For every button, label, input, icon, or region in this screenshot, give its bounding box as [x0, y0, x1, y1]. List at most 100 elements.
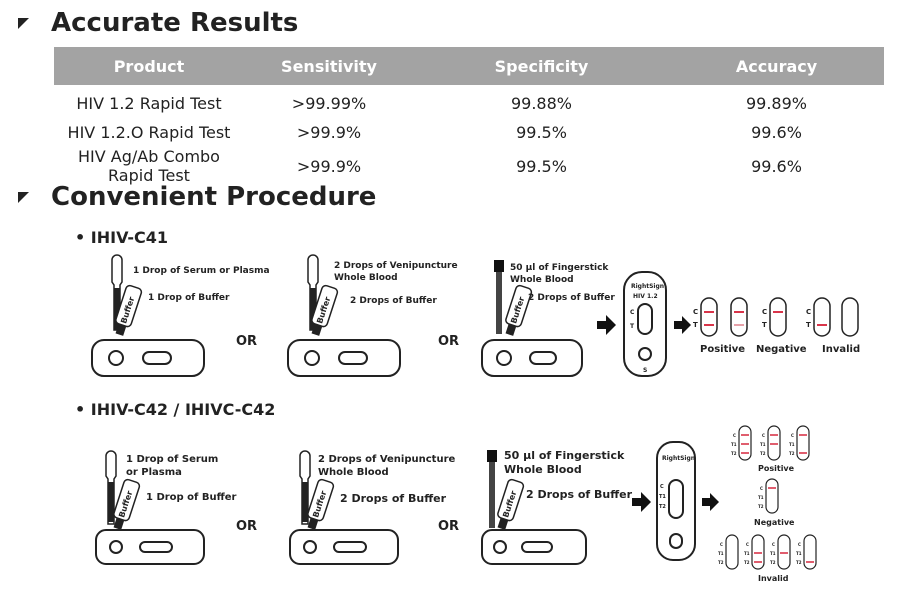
c42-step1-b: 1 Drop of Buffer — [146, 492, 237, 503]
c42-step3-b: 2 Drops of Buffer — [526, 488, 633, 501]
cassette-icon — [623, 271, 667, 377]
line-t1-label: T1 — [731, 442, 737, 447]
sample-well-icon — [109, 540, 123, 554]
c42-invalid-results: C T1 T2 C T1 T2 C T1 T2 C T1 T2 Invalid — [718, 534, 817, 583]
cassette-icon — [95, 529, 205, 565]
line-c-label: C — [772, 542, 775, 547]
cell-accuracy: 99.6% — [751, 156, 802, 176]
c42-step2: Buffer 2 Drops of Venipuncture Whole Blo… — [289, 450, 456, 565]
brand-label: RightSign — [662, 455, 695, 462]
cell-accuracy: 99.89% — [745, 93, 807, 113]
cell-product: HIV Ag/Ab Combo Rapid Test — [78, 147, 220, 185]
sample-well-icon — [669, 533, 683, 549]
table-row: HIV 1.2 Rapid Test >99.99% 99.88% 99.89% — [54, 85, 884, 117]
line-c-label: C — [798, 542, 801, 547]
c41-step3-a1: 50 µl of Fingerstick — [510, 263, 609, 273]
sample-well-icon — [303, 540, 317, 554]
result-strip — [813, 297, 831, 337]
c42-step1-a1: 1 Drop of Serum — [126, 454, 218, 465]
buffer-bottle-icon: Buffer — [505, 284, 533, 336]
line-t1-label: T1 — [760, 442, 766, 447]
convenient-procedure-heading: Convenient Procedure — [18, 182, 376, 212]
line-t1-label: T1 — [718, 551, 724, 556]
line-c-label: C — [630, 309, 635, 316]
line-t2-label: T2 — [760, 451, 766, 456]
line-t2-label: T2 — [758, 504, 764, 509]
line-t1-label: T1 — [744, 551, 750, 556]
capillary-tube-icon — [496, 262, 502, 334]
brand-label: RightSign — [631, 283, 664, 290]
accurate-results-heading: Accurate Results — [18, 8, 298, 38]
c41-procedure-diagram: Buffer 1 Drop of Serum or Plasma 1 Drop … — [91, 254, 860, 377]
table-row: HIV Ag/Ab Combo Rapid Test >99.9% 99.5% … — [54, 147, 884, 185]
c41-step3-b: 2 Drops of Buffer — [528, 293, 615, 303]
or-label: OR — [236, 334, 257, 349]
c42-step3: Buffer 50 µl of Fingerstick Whole Blood … — [481, 449, 633, 565]
cell-accuracy: 99.6% — [751, 122, 802, 142]
c42-positive-results: C T1 T2 C T1 T2 C T1 T2 Positive — [731, 425, 810, 473]
line-t-label: T — [693, 321, 698, 329]
line-c-label: C — [720, 542, 723, 547]
buffer-bottle-icon: Buffer — [115, 284, 143, 336]
result-window-icon — [529, 351, 557, 365]
c42-step2-a2: Whole Blood — [318, 467, 389, 478]
c42-step1: Buffer 1 Drop of Serum or Plasma 1 Drop … — [95, 450, 237, 565]
c41-step2: Buffer 2 Drops of Venipuncture Whole Blo… — [287, 254, 458, 377]
sample-well-icon — [638, 347, 652, 361]
negative-label: Negative — [756, 344, 807, 355]
arrow-right-icon — [632, 492, 651, 512]
line-t2-label: T2 — [659, 504, 666, 510]
buffer-bottle-icon: Buffer — [307, 478, 335, 530]
capillary-cap-icon — [487, 450, 497, 462]
result-window-icon — [139, 541, 173, 553]
result-strip — [738, 425, 752, 461]
c42-step3-a2: Whole Blood — [504, 463, 582, 476]
table-header-row: Product Sensitivity Specificity Accuracy — [54, 47, 884, 85]
line-t2-label: T2 — [796, 560, 802, 565]
buffer-bottle-icon: Buffer — [113, 478, 141, 530]
header-product: Product — [54, 47, 244, 85]
cell-sensitivity: >99.99% — [291, 93, 367, 113]
capillary-tube-icon — [489, 454, 495, 528]
result-window-icon — [668, 479, 684, 519]
cell-specificity: 99.88% — [510, 93, 572, 113]
result-strip — [767, 425, 781, 461]
result-window-icon — [142, 351, 172, 365]
line-c-label: C — [762, 308, 767, 316]
c41-vertical-cassette: RightSign HIV 1.2 C T S — [623, 271, 667, 377]
blood-in-dropper — [302, 482, 308, 522]
line-c-label: C — [746, 542, 749, 547]
results-table: Product Sensitivity Specificity Accuracy… — [54, 47, 884, 185]
result-window-icon — [333, 541, 367, 553]
result-strip — [700, 297, 718, 337]
sample-well-icon — [493, 540, 507, 554]
line-t-label: T — [630, 323, 635, 330]
line-c-label: C — [760, 486, 763, 491]
or-label: OR — [236, 519, 257, 534]
cell-sensitivity: >99.9% — [296, 156, 362, 176]
blood-in-dropper — [114, 288, 120, 330]
table-row: HIV 1.2.O Rapid Test >99.9% 99.5% 99.6% — [54, 117, 884, 147]
line-t-label: T — [806, 321, 811, 329]
c41-step3-a2: Whole Blood — [510, 275, 574, 285]
c42-step3-a1: 50 µl of Fingerstick — [504, 449, 625, 462]
buffer-bottle-icon: Buffer — [311, 284, 339, 336]
c42-negative-result: C T1 T2 Negative — [754, 478, 795, 527]
triangle-bullet-icon — [18, 17, 29, 29]
header-accuracy: Accuracy — [669, 47, 884, 85]
blood-in-dropper — [108, 482, 114, 522]
result-strip — [769, 297, 787, 337]
line-t2-label: T2 — [718, 560, 724, 565]
arrow-right-icon — [674, 316, 691, 334]
capillary-cap-icon — [494, 260, 504, 272]
c42-heading: • IHIV-C42 / IHIVC-C42 — [75, 400, 276, 419]
c41-step1-a: 1 Drop of Serum or Plasma — [133, 266, 270, 276]
line-t2-label: T2 — [744, 560, 750, 565]
line-t2-label: T2 — [770, 560, 776, 565]
arrow-right-icon — [702, 493, 719, 511]
invalid-label: Invalid — [822, 344, 860, 355]
triangle-bullet-icon — [18, 191, 29, 203]
positive-label: Positive — [700, 344, 745, 355]
device-label: HIV 1.2 — [633, 293, 658, 300]
c42-procedure-diagram: Buffer 1 Drop of Serum or Plasma 1 Drop … — [95, 425, 817, 583]
